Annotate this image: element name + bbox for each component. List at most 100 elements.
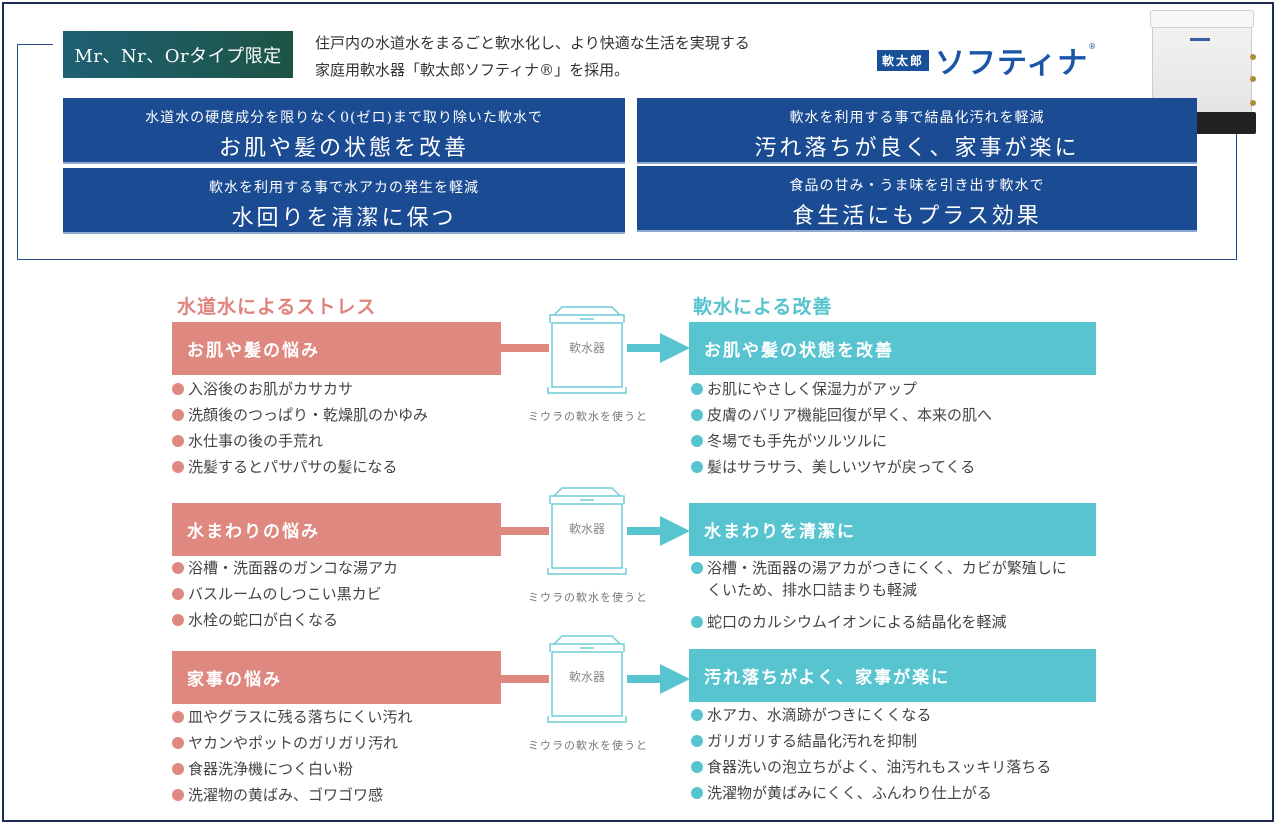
bullet-dot-icon	[691, 709, 703, 721]
solution-bar: お肌や髪の状態を改善	[689, 322, 1096, 375]
bullet-dot-icon	[172, 588, 184, 600]
list-item: 洗髪するとパサパサの髪になる	[172, 452, 428, 478]
list-item: ガリガリする結晶化汚れを抑制	[691, 726, 1051, 752]
feature-card: 軟水を利用する事で水アカの発生を軽減 水回りを清潔に保つ	[63, 168, 625, 234]
list-item: ヤカンやポットのガリガリ汚れ	[172, 728, 412, 754]
problem-bar: お肌や髪の悩み	[172, 322, 501, 375]
bullet-dot-icon	[172, 383, 184, 395]
device-caption: ミウラの軟水を使うと	[528, 591, 648, 604]
intro-line-1: 住戸内の水道水をまるごと軟水化し、より快適な生活を実現する	[315, 34, 750, 52]
list-item: 洗濯物の黄ばみ、ゴワゴワ感	[172, 780, 412, 806]
bullet-dot-icon	[172, 435, 184, 447]
water-softener-product-image	[1148, 8, 1260, 136]
problem-list: 入浴後のお肌がカサカサ 洗顔後のつっぱり・乾燥肌のかゆみ 水仕事の後の手荒れ 洗…	[172, 374, 428, 478]
problem-bar: 家事の悩み	[172, 651, 501, 704]
device-label: 軟水器	[568, 341, 605, 355]
type-limited-badge: Mr、Nr、Orタイプ限定	[63, 31, 293, 78]
bullet-dot-icon	[691, 383, 703, 395]
intro-line-2: 家庭用軟水器「軟太郎ソフティナ®」を採用。	[315, 61, 630, 79]
feature-title: お肌や髪の状態を改善	[218, 136, 469, 161]
list-item: 入浴後のお肌がカサカサ	[172, 374, 428, 400]
product-fitting	[1250, 54, 1256, 60]
solution-bar: 汚れ落ちがよく、家事が楽に	[689, 649, 1096, 702]
feature-subtitle: 軟水を利用する事で水アカの発生を軽減	[209, 180, 479, 196]
arrow-icon	[627, 344, 662, 352]
logo-tag: 軟太郎	[877, 49, 930, 71]
list-item: 髪はサラサラ、美しいツヤが戻ってくる	[691, 452, 992, 478]
registered-mark: ®	[1088, 42, 1097, 51]
feature-title: 汚れ落ちが良く、家事が楽に	[754, 136, 1080, 161]
list-item: お肌にやさしく保湿力がアップ	[691, 374, 992, 400]
solution-list: 浴槽・洗面器の湯アカがつきにくく、カビが繁殖しにくいため、排水口詰まりも軽減 蛇…	[691, 553, 1071, 633]
bullet-dot-icon	[172, 461, 184, 473]
feature-subtitle: 水道水の硬度成分を限りなく0(ゼロ)まで取り除いた軟水で	[145, 110, 543, 126]
solution-list: お肌にやさしく保湿力がアップ 皮膚のバリア機能回復が早く、本来の肌へ 冬場でも手…	[691, 374, 992, 478]
solution-bar: 水まわりを清潔に	[689, 503, 1096, 556]
bullet-dot-icon	[172, 789, 184, 801]
arrow-head-icon	[660, 516, 690, 546]
bullet-dot-icon	[172, 562, 184, 574]
bullet-dot-icon	[691, 787, 703, 799]
arrow-head-icon	[660, 664, 690, 694]
bullet-dot-icon	[691, 461, 703, 473]
list-item: 水栓の蛇口が白くなる	[172, 605, 398, 631]
solution-list: 水アカ、水滴跡がつきにくくなる ガリガリする結晶化汚れを抑制 食器洗いの泡立ちが…	[691, 700, 1051, 804]
list-item: 水アカ、水滴跡がつきにくくなる	[691, 700, 1051, 726]
arrow-icon	[627, 675, 662, 683]
product-brand-mark	[1190, 38, 1210, 41]
arrow-icon	[627, 527, 662, 535]
bullet-dot-icon	[691, 761, 703, 773]
problem-bar: 水まわりの悩み	[172, 503, 501, 556]
list-item: 皮膚のバリア機能回復が早く、本来の肌へ	[691, 400, 992, 426]
product-fitting	[1250, 100, 1256, 106]
list-item: 洗顔後のつっぱり・乾燥肌のかゆみ	[172, 400, 428, 426]
device-caption: ミウラの軟水を使うと	[528, 739, 648, 752]
softina-logo: 軟太郎 ソフティナ ®	[877, 38, 1096, 82]
list-item: 皿やグラスに残る落ちにくい汚れ	[172, 702, 412, 728]
feature-card: 食品の甘み・うま味を引き出す軟水で 食生活にもプラス効果	[637, 166, 1197, 232]
problem-list: 皿やグラスに残る落ちにくい汚れ ヤカンやポットのガリガリ汚れ 食器洗浄機につく白…	[172, 702, 412, 806]
stress-connector	[501, 675, 549, 683]
softener-device-icon: 軟水器	[544, 634, 630, 729]
bullet-dot-icon	[172, 409, 184, 421]
feature-title: 水回りを清潔に保つ	[231, 206, 457, 231]
list-item: 食器洗いの泡立ちがよく、油汚れもスッキリ落ちる	[691, 752, 1051, 778]
product-lid	[1150, 10, 1254, 28]
list-item: 洗濯物が黄ばみにくく、ふんわり仕上がる	[691, 778, 1051, 804]
softener-device-icon: 軟水器	[544, 305, 630, 400]
device-label: 軟水器	[568, 522, 605, 536]
feature-subtitle: 軟水を利用する事で結晶化汚れを軽減	[789, 110, 1045, 126]
stress-column-title: 水道水によるストレス	[177, 296, 377, 318]
stress-connector	[501, 344, 549, 352]
arrow-head-icon	[660, 333, 690, 363]
bullet-dot-icon	[691, 562, 703, 574]
top-section-line	[17, 44, 53, 45]
bullet-dot-icon	[172, 763, 184, 775]
product-fitting	[1250, 76, 1256, 82]
top-section-frame	[17, 44, 1237, 260]
softener-device-icon: 軟水器	[544, 486, 630, 581]
list-item: 浴槽・洗面器のガンコな湯アカ	[172, 553, 398, 579]
list-item: バスルームのしつこい黒カビ	[172, 579, 398, 605]
bullet-dot-icon	[691, 616, 703, 628]
bullet-dot-icon	[172, 737, 184, 749]
stress-connector	[501, 527, 549, 535]
intro-text: 住戸内の水道水をまるごと軟水化し、より快適な生活を実現する 家庭用軟水器「軟太郎…	[315, 30, 750, 84]
logo-name: ソフティナ	[935, 46, 1089, 81]
bullet-dot-icon	[691, 435, 703, 447]
list-item: 冬場でも手先がツルツルに	[691, 426, 992, 452]
device-caption: ミウラの軟水を使うと	[528, 410, 648, 423]
problem-list: 浴槽・洗面器のガンコな湯アカ バスルームのしつこい黒カビ 水栓の蛇口が白くなる	[172, 553, 398, 631]
feature-subtitle: 食品の甘み・うま味を引き出す軟水で	[789, 178, 1045, 194]
bullet-dot-icon	[691, 735, 703, 747]
bullet-dot-icon	[691, 409, 703, 421]
list-item: 水仕事の後の手荒れ	[172, 426, 428, 452]
improve-column-title: 軟水による改善	[693, 296, 833, 318]
bullet-dot-icon	[172, 711, 184, 723]
feature-card: 水道水の硬度成分を限りなく0(ゼロ)まで取り除いた軟水で お肌や髪の状態を改善	[63, 98, 625, 164]
feature-title: 食生活にもプラス効果	[792, 204, 1042, 229]
feature-card: 軟水を利用する事で結晶化汚れを軽減 汚れ落ちが良く、家事が楽に	[637, 98, 1197, 164]
list-item: 蛇口のカルシウムイオンによる結晶化を軽減	[691, 607, 1071, 633]
device-label: 軟水器	[568, 670, 605, 684]
